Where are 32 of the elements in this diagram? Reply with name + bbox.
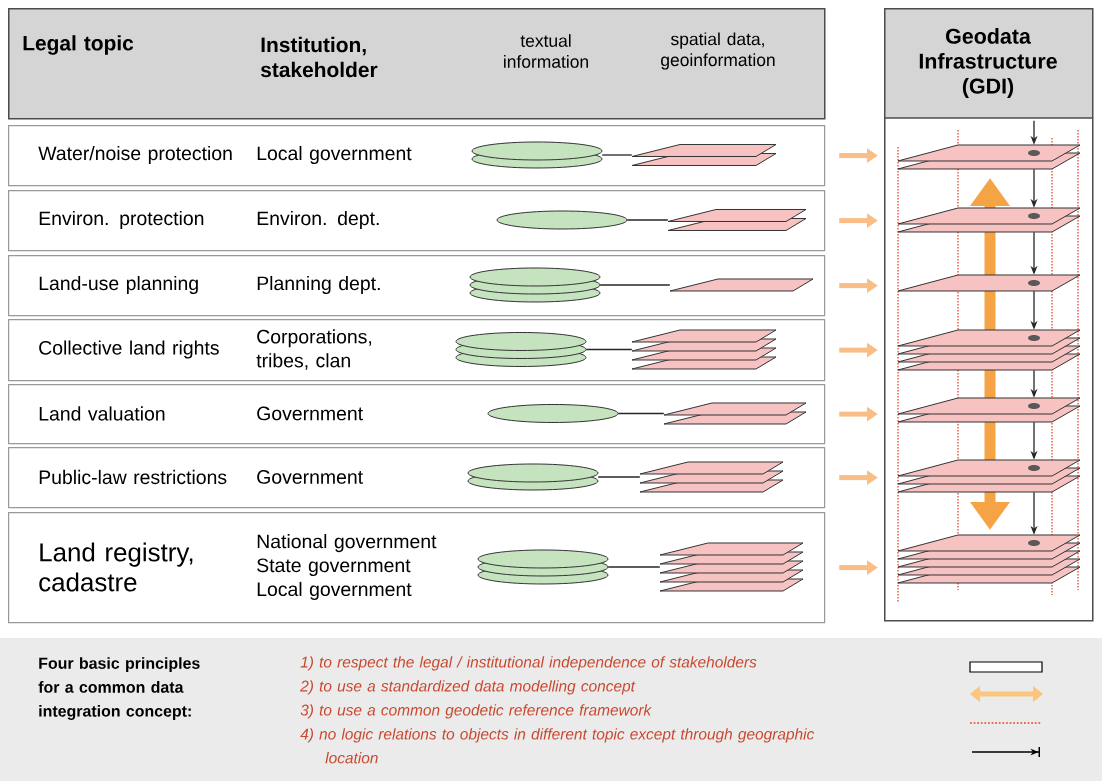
legend-text: 1) to respect the legal / institutional independence of stakeholders [300, 656, 757, 671]
layer-stack [667, 209, 807, 231]
connector-line [607, 566, 661, 568]
row-box: Land valuation Government [8, 384, 826, 445]
connector-line [626, 219, 669, 221]
layer-stack [897, 459, 1081, 493]
disk-stack [469, 267, 601, 303]
disk-stack [487, 404, 619, 423]
connector-line [601, 154, 633, 156]
header-box: Legal topic Institution, stakeholder textual information spatial data, geoinformation [8, 8, 826, 120]
row-box: Environ. protection Environ. dept. [8, 190, 826, 252]
legend-text: 4) no logic relations to objects in different topic except through geographic location [300, 728, 815, 764]
layer-stack [897, 207, 1081, 233]
layer-stack [631, 144, 777, 166]
connector-line [585, 348, 633, 351]
infrastructure-box: Geodata Infrastructure (GDI) [883, 8, 1094, 622]
layer-stack [897, 534, 1081, 584]
layer-stack [897, 329, 1081, 371]
connector-line [599, 284, 671, 286]
layer-stack [897, 144, 1081, 170]
disk-stack [496, 210, 628, 230]
layer-stack [897, 274, 1081, 292]
disk-stack [455, 332, 587, 367]
disk-stack [471, 141, 603, 169]
connector-line [617, 412, 665, 415]
legend-text: 3) to use a common geodetic reference framework [300, 704, 652, 719]
layer-stack [897, 397, 1081, 423]
disk-stack [477, 549, 609, 585]
legend-text: 2) to use a standardized data modelling concept [300, 680, 636, 695]
disk-stack [467, 463, 599, 491]
panel-heading: Four basic principles for a common data integration concept: [38, 657, 200, 720]
connector-line [597, 476, 641, 478]
